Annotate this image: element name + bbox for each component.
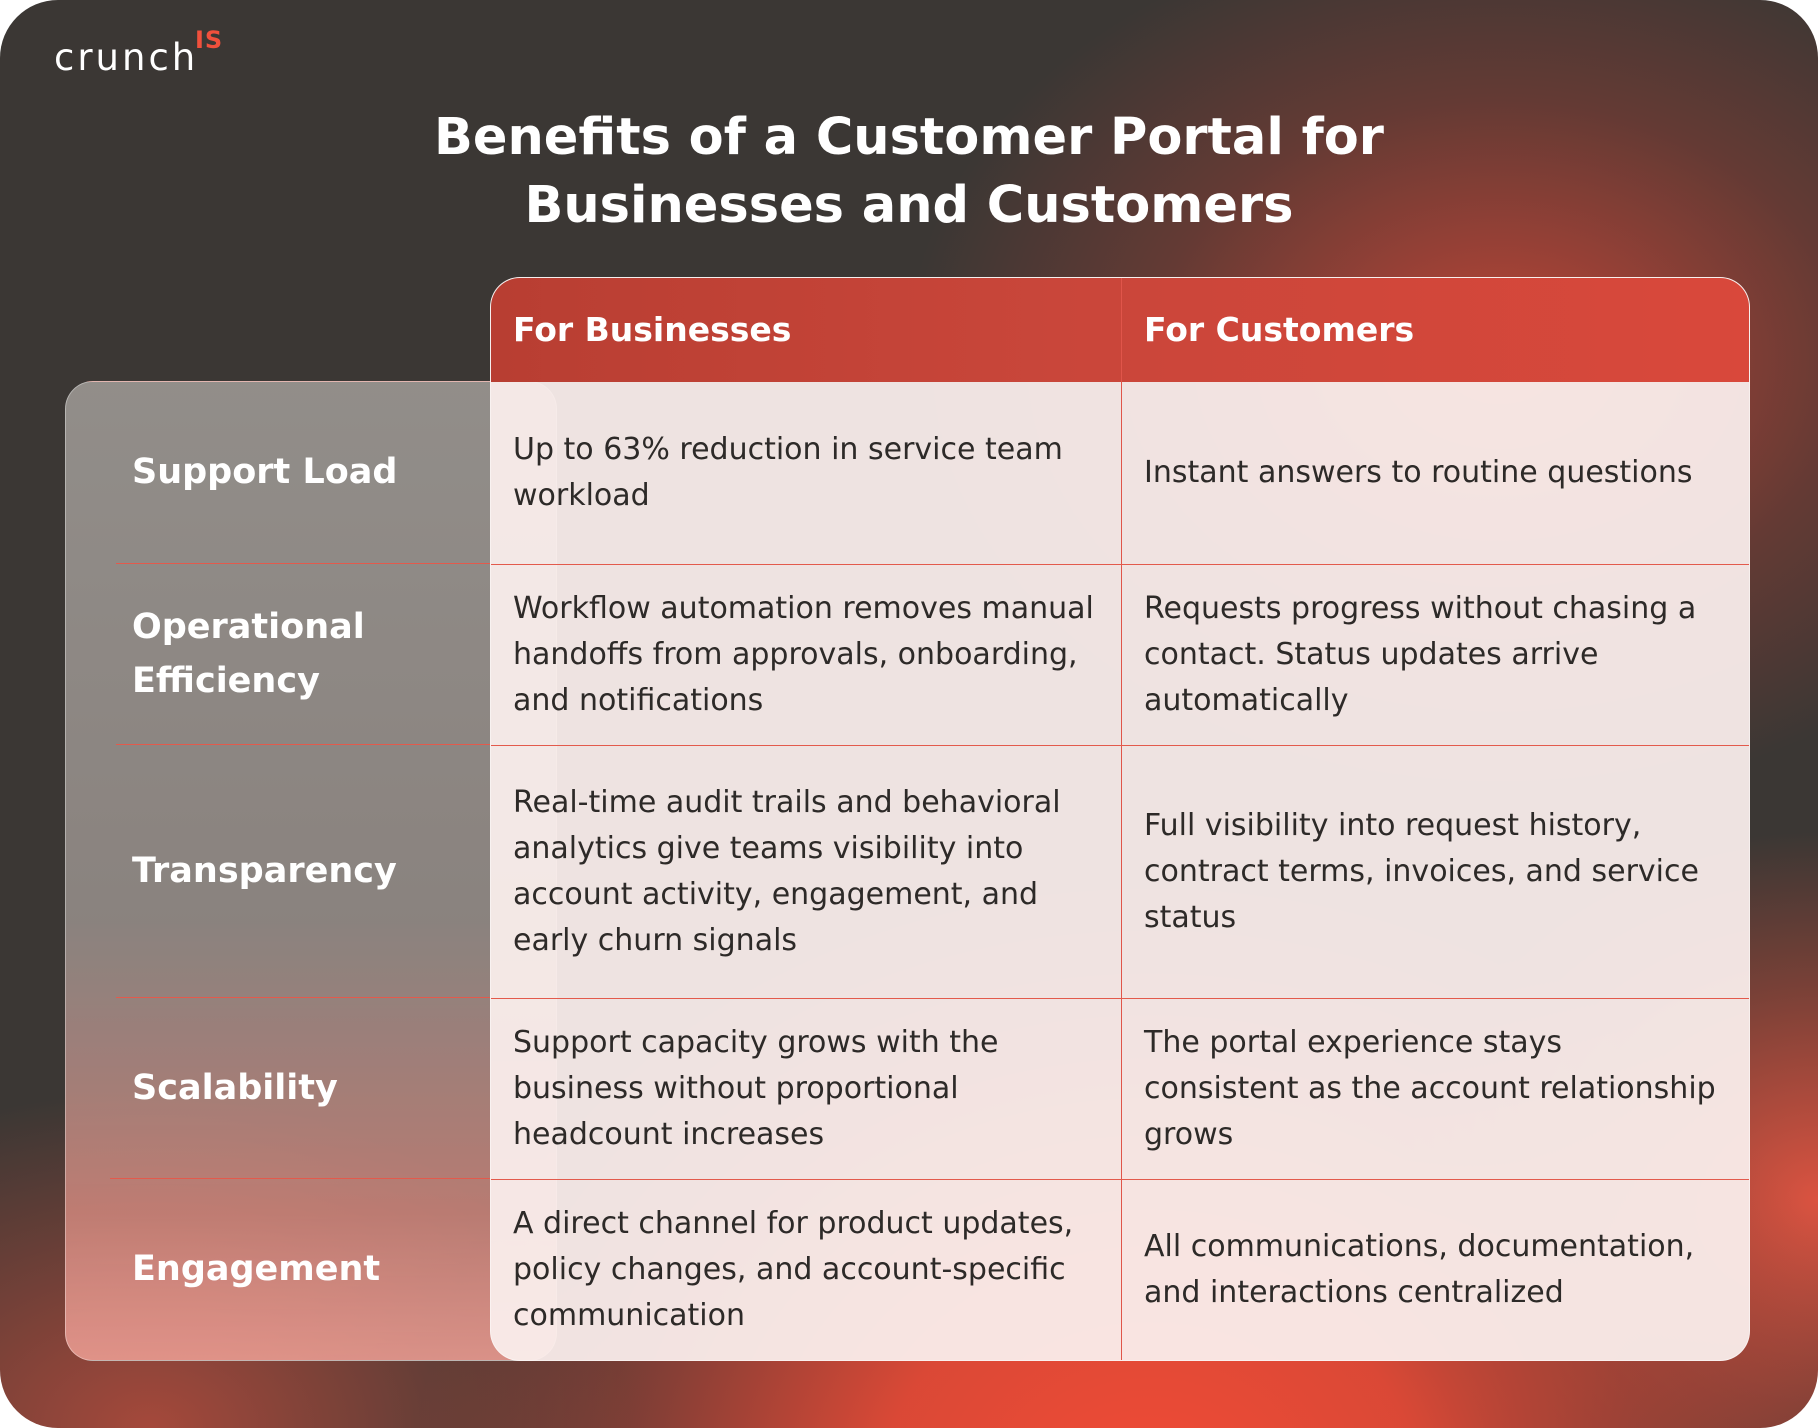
cell-text: Instant answers to routine questions [1144,455,1693,490]
row-label-engagement: Engagement [132,1178,552,1359]
header-for-businesses: For Businesses [513,310,792,349]
cell-text: Requests progress without chasing a cont… [1144,590,1697,718]
table-header-row: For Businesses For Customers [491,278,1749,382]
row-label-transparency: Transparency [132,744,552,997]
table-cell-customer: All communications, documentation, and i… [1144,1179,1724,1360]
table-cell-customer: Requests progress without chasing a cont… [1144,564,1724,745]
table-cell-business: A direct channel for product updates, po… [513,1179,1103,1360]
row-divider [491,745,1749,746]
benefits-table: For Businesses For Customers Up to 63% r… [490,277,1750,1361]
cell-text: Support capacity grows with the business… [513,1024,999,1152]
row-label-text: Scalability [132,1067,338,1108]
label-row-divider [116,563,490,564]
table-cell-customer: Instant answers to routine questions [1144,382,1724,564]
row-label-scalability: Scalability [132,997,552,1178]
title-line-2: Businesses and Customers [524,176,1294,235]
logo-wordmark: crunch [54,36,199,79]
table-cell-business: Support capacity grows with the business… [513,998,1103,1179]
page-title: Benefits of a Customer Portal for Busine… [300,104,1518,240]
cell-text: Real-time audit trails and behavioral an… [513,784,1061,958]
row-label-text: Operational Efficiency [132,606,365,701]
row-divider [491,998,1749,999]
row-label-text: Support Load [132,452,398,492]
table-cell-customer: Full visibility into request history, co… [1144,745,1724,998]
row-label-text: Transparency [132,850,397,891]
cell-text: A direct channel for product updates, po… [513,1205,1074,1333]
row-label-panel [65,381,557,1361]
row-divider [491,564,1749,565]
table-cell-business: Real-time audit trails and behavioral an… [513,745,1113,998]
cell-text: The portal experience stays consistent a… [1144,1024,1716,1152]
cell-text: Up to 63% reduction in service team work… [513,432,1063,513]
label-row-divider [116,997,490,998]
cell-text: Full visibility into request history, co… [1144,807,1699,935]
table-cell-customer: The portal experience stays consistent a… [1144,998,1724,1179]
header-for-customers: For Customers [1144,310,1415,349]
label-row-divider [110,1178,490,1179]
row-divider [491,1179,1749,1180]
row-label-support-load: Support Load [132,381,552,563]
row-label-operational-efficiency: Operational Efficiency [132,563,432,744]
table-cell-business: Up to 63% reduction in service team work… [513,382,1103,564]
cell-text: All communications, documentation, and i… [1144,1228,1695,1310]
column-divider [1121,278,1122,1360]
row-label-text: Engagement [132,1248,381,1289]
label-row-divider [116,744,490,745]
cell-text: Workflow automation removes manual hando… [513,590,1094,718]
title-line-1: Benefits of a Customer Portal for [434,108,1384,167]
table-cell-business: Workflow automation removes manual hando… [513,564,1103,745]
brand-logo: crunch IS [54,26,254,86]
logo-superscript: IS [195,26,224,54]
